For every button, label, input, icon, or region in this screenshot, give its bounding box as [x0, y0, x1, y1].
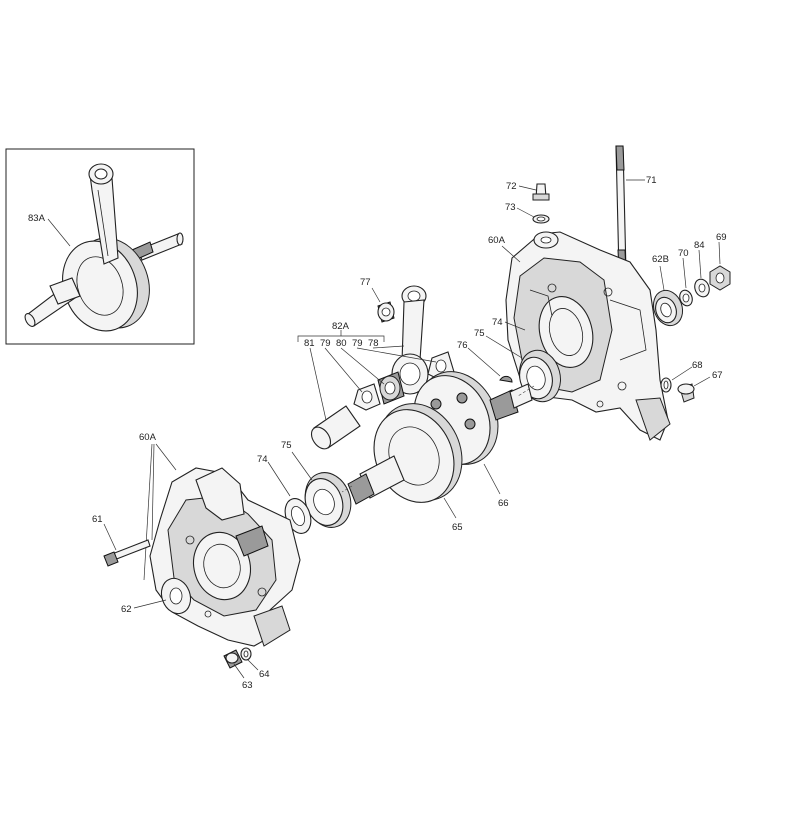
part-needle-bearing-77: 77 — [360, 277, 395, 323]
part-crank-pin-81 — [310, 405, 361, 450]
label-75-left: 75 — [281, 440, 292, 451]
label-79a: 79 — [320, 338, 331, 349]
label-69: 69 — [716, 232, 727, 243]
part-washer-70: 70 — [678, 248, 693, 307]
label-78: 78 — [368, 338, 379, 349]
label-72: 72 — [506, 181, 517, 192]
label-65: 65 — [452, 522, 463, 533]
label-60A-left: 60A — [139, 432, 157, 443]
inset-crankshaft-assembly: 83A — [5, 148, 195, 345]
part-screw-63: 63 — [223, 649, 253, 691]
label-77: 77 — [360, 277, 371, 288]
label-73: 73 — [505, 202, 516, 213]
label-68: 68 — [692, 360, 703, 371]
part-plug-67: 67 — [677, 370, 723, 403]
label-76: 76 — [457, 340, 468, 351]
label-63: 63 — [242, 680, 253, 691]
label-83A: 83A — [28, 213, 46, 224]
label-81: 81 — [304, 338, 315, 349]
label-64: 64 — [259, 669, 270, 680]
label-74-top: 74 — [492, 317, 503, 328]
label-82A: 82A — [332, 321, 350, 332]
label-67: 67 — [712, 370, 723, 381]
label-66: 66 — [498, 498, 509, 509]
part-nut-69: 69 — [709, 232, 731, 291]
part-nipple-72: 72 — [506, 181, 550, 201]
part-crankcase-left-60A: 60A — [139, 432, 301, 647]
label-71: 71 — [646, 175, 657, 186]
part-seal-62B: 62B — [652, 254, 684, 327]
label-61: 61 — [92, 514, 103, 525]
label-62: 62 — [121, 604, 132, 615]
part-washer-64: 64 — [240, 647, 270, 680]
assembly-axis-lines — [341, 385, 535, 493]
label-62B: 62B — [652, 254, 669, 265]
part-key-76: 76 — [457, 340, 513, 383]
part-bolt-61: 61 — [92, 514, 151, 567]
label-80: 80 — [336, 338, 347, 349]
label-70: 70 — [678, 248, 689, 259]
part-flywheel-65: 65 — [347, 403, 463, 533]
label-60A-top: 60A — [488, 235, 506, 246]
kit-bracket-82A: 82A 81 79 80 79 78 — [297, 321, 437, 421]
part-stud-71: 71 — [615, 145, 657, 273]
label-74-left: 74 — [257, 454, 268, 465]
label-79b: 79 — [352, 338, 363, 349]
part-conrod-78 — [391, 285, 429, 395]
label-84: 84 — [694, 240, 705, 251]
label-75-top: 75 — [474, 328, 485, 339]
part-washer-84: 84 — [694, 240, 710, 298]
part-oring-68: 68 — [660, 360, 703, 393]
part-seal-62: 62 — [121, 599, 167, 615]
part-washer-73: 73 — [505, 202, 550, 224]
part-needle-cage-80 — [377, 371, 405, 405]
